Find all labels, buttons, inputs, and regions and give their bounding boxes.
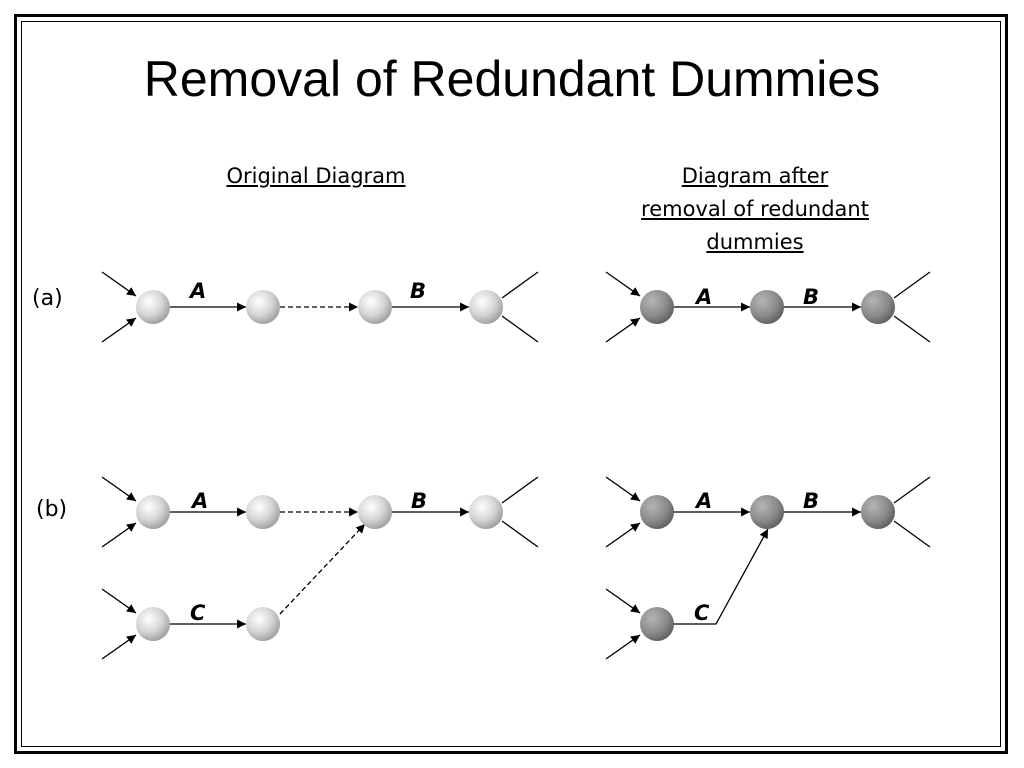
original-diagram-a: A B [101, 271, 539, 343]
activity-a-label: A [188, 279, 206, 303]
outgoing-line [893, 315, 931, 343]
dummy-arrow [279, 523, 366, 615]
outgoing-line [501, 520, 539, 548]
activity-c-label: C [190, 601, 206, 625]
event-node [358, 495, 392, 529]
outgoing-line [501, 271, 539, 299]
activity-b-label: B [410, 279, 426, 303]
outgoing-line [893, 476, 931, 504]
slide-inner-border [21, 21, 1001, 747]
incoming-arrow [605, 522, 641, 548]
after-removal-heading-line-2: removal of redundant [641, 197, 869, 221]
activity-c-arrow [674, 528, 769, 625]
event-node [246, 290, 280, 324]
activity-b-label: B [803, 285, 819, 309]
incoming-arrow [605, 476, 641, 502]
event-node [640, 290, 674, 324]
incoming-arrow [605, 317, 641, 343]
incoming-arrow [101, 271, 137, 297]
original-diagram-heading: Original Diagram [166, 160, 466, 193]
original-diagram-b: A B C [101, 476, 539, 660]
event-node [861, 495, 895, 529]
slide-title: Removal of Redundant Dummies [143, 51, 881, 107]
event-node [750, 495, 784, 529]
event-node [136, 607, 170, 641]
activity-b-label: B [411, 489, 427, 513]
row-a-label: (a) [32, 286, 63, 311]
activity-c-label: C [694, 601, 710, 625]
outgoing-line [501, 476, 539, 504]
original-diagram-heading-text: Original Diagram [226, 164, 406, 188]
incoming-arrow [605, 271, 641, 297]
after-diagram-a: A B [605, 271, 931, 343]
activity-a-label: A [694, 489, 712, 513]
after-removal-heading: Diagram after removal of redundant dummi… [580, 160, 930, 259]
event-node [640, 607, 674, 641]
incoming-arrow [101, 634, 137, 660]
event-node [861, 290, 895, 324]
event-node [750, 290, 784, 324]
event-node [358, 290, 392, 324]
event-node [246, 607, 280, 641]
activity-a-label: A [694, 285, 712, 309]
incoming-arrow [101, 476, 137, 502]
event-node [469, 290, 503, 324]
incoming-arrow [605, 588, 641, 614]
incoming-arrow [605, 634, 641, 660]
activity-b-label: B [803, 489, 819, 513]
activity-a-label: A [190, 489, 208, 513]
event-node [136, 290, 170, 324]
outgoing-line [893, 271, 931, 299]
incoming-arrow [101, 588, 137, 614]
event-node [136, 495, 170, 529]
incoming-arrow [101, 317, 137, 343]
incoming-arrow [101, 522, 137, 548]
event-node [469, 495, 503, 529]
outgoing-line [501, 315, 539, 343]
row-b-label: (b) [36, 497, 68, 522]
outgoing-line [893, 520, 931, 548]
event-node [246, 495, 280, 529]
after-diagram-b: A B C [605, 476, 931, 660]
after-removal-heading-line-3: dummies [706, 230, 804, 254]
after-removal-heading-line-1: Diagram after [681, 164, 829, 188]
event-node [640, 495, 674, 529]
slide-outer-border [14, 14, 1008, 754]
